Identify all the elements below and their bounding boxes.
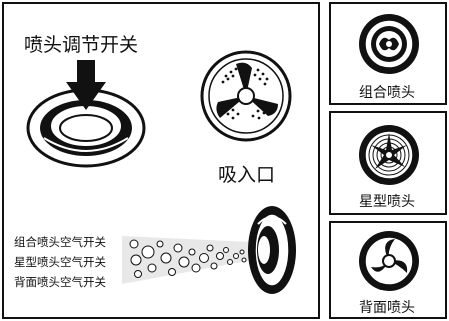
air-switch-label-back: 背面喷头空气开关 [14,275,106,289]
air-bubbles-nozzle-icon [122,206,296,294]
suction-inlet-icon [200,50,292,142]
star-jet-icon [359,125,419,185]
star-jet-label: 星型喷头 [359,194,415,210]
air-switch-label-star: 星型喷头空气开关 [14,255,106,269]
combination-jet-label: 组合喷头 [359,85,415,101]
inlet-label: 吸入口 [218,164,276,186]
star-jet-panel: 星型喷头 [329,111,447,215]
back-jet-panel: 背面喷头 [329,221,447,319]
combination-jet-icon [359,14,419,74]
adjust-switch-knob-icon[interactable] [26,60,166,180]
back-jet-label: 背面喷头 [359,300,415,316]
back-jet-icon [359,231,419,291]
adjust-switch-label: 喷头调节开关 [24,34,139,56]
main-panel: 喷头调节开关 [2,2,320,319]
air-switch-label-combination: 组合喷头空气开关 [14,235,106,249]
combination-jet-panel: 组合喷头 [329,2,447,105]
